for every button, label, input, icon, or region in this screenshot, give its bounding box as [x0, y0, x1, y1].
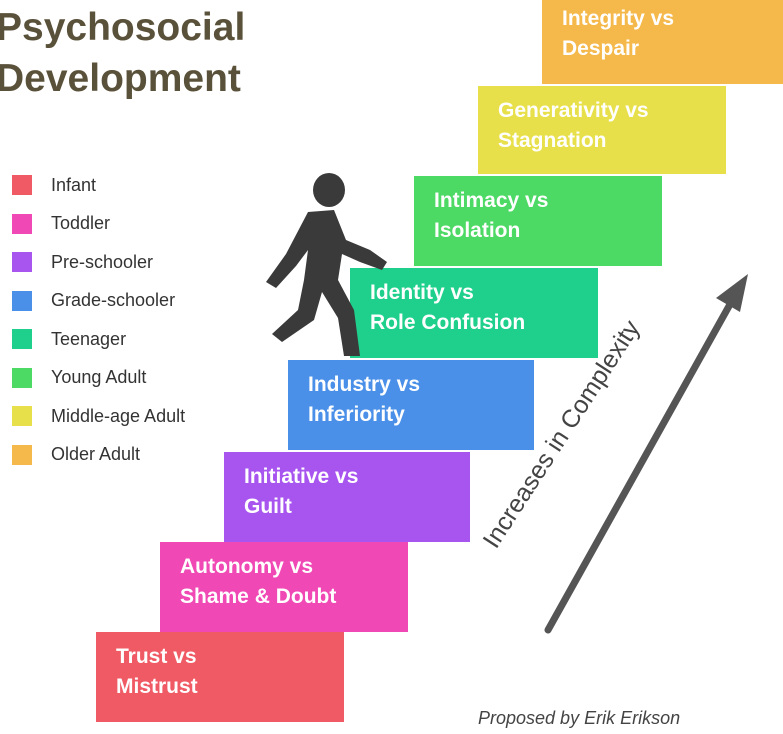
legend-label: Pre-schooler [51, 251, 154, 272]
legend-label: Young Adult [51, 367, 147, 388]
stage-step-integrity: Integrity vs Despair [542, 0, 783, 84]
legend-item-middle-age-adult: Middle-age Adult [12, 397, 185, 436]
stage-line-2: Role Confusion [370, 311, 526, 334]
legend-swatch [12, 252, 32, 273]
stage-line-2: Mistrust [116, 675, 198, 698]
complexity-arrow-icon [544, 274, 748, 634]
legend-swatch [12, 444, 32, 465]
legend-swatch [12, 290, 32, 311]
stage-line-1: Intimacy vs [434, 189, 549, 212]
stage-line-1: Trust vs [116, 645, 197, 668]
stage-line-2: Inferiority [308, 403, 405, 426]
legend-item-infant: Infant [12, 166, 185, 205]
legend-item-grade-schooler: Grade-schooler [12, 282, 185, 321]
legend-label: Teenager [51, 328, 127, 349]
legend-item-older-adult: Older Adult [12, 436, 185, 475]
walking-person-icon [266, 173, 387, 356]
legend-item-teenager: Teenager [12, 320, 185, 359]
stage-line-1: Initiative vs [244, 465, 359, 488]
page-title: Psychosocial Development [0, 2, 245, 104]
legend-label: Toddler [51, 213, 111, 234]
stage-step-industry: Industry vs Inferiority [288, 360, 534, 450]
credit-text: Proposed by Erik Erikson [478, 708, 681, 728]
title-line-1: Psychosocial [0, 6, 246, 49]
stage-line-1: Identity vs [370, 281, 474, 304]
stage-line-2: Stagnation [498, 129, 607, 152]
stage-step-autonomy: Autonomy vs Shame & Doubt [160, 542, 408, 632]
legend-swatch [12, 175, 32, 196]
legend-item-toddler: Toddler [12, 205, 185, 244]
legend-label: Grade-schooler [51, 290, 176, 311]
legend-label: Infant [51, 174, 97, 195]
stage-step-generativity: Generativity vs Stagnation [478, 86, 726, 174]
legend-label: Older Adult [51, 444, 141, 465]
legend-item-young-adult: Young Adult [12, 359, 185, 398]
title-line-2: Development [0, 57, 241, 100]
legend-item-pre-schooler: Pre-schooler [12, 243, 185, 282]
stage-step-identity: Identity vs Role Confusion [350, 268, 598, 358]
stage-step-trust: Trust vs Mistrust [96, 632, 344, 722]
stage-line-1: Autonomy vs [180, 555, 314, 578]
stage-step-initiative: Initiative vs Guilt [224, 452, 470, 542]
stage-line-2: Despair [562, 37, 640, 60]
legend-swatch [12, 329, 32, 350]
stage-line-1: Integrity vs [562, 7, 675, 30]
stage-line-1: Generativity vs [498, 99, 649, 122]
legend-label: Middle-age Adult [51, 405, 186, 426]
stage-line-1: Industry vs [308, 373, 421, 396]
stage-line-2: Guilt [244, 495, 292, 518]
stage-line-2: Shame & Doubt [180, 585, 337, 608]
legend: Infant Toddler Pre-schooler Grade-school… [12, 166, 185, 474]
legend-swatch [12, 406, 32, 427]
stage-line-2: Isolation [434, 219, 521, 242]
stage-step-intimacy: Intimacy vs Isolation [414, 176, 662, 266]
legend-swatch [12, 367, 32, 388]
legend-swatch [12, 213, 32, 234]
